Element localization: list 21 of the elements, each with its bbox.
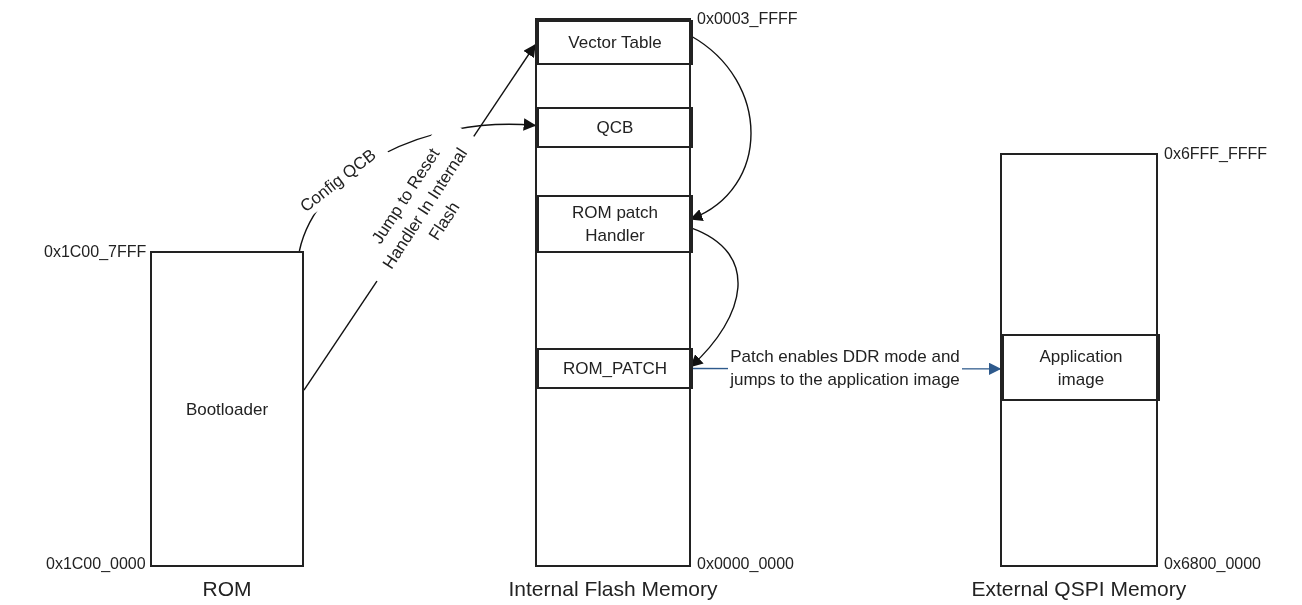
address-label: 0x1C00_7FFF [44,243,147,261]
column-caption: Internal Flash Memory [508,577,718,601]
memory-region-box [537,195,693,253]
address-label: 0x0003_FFFF [697,10,798,28]
address-label: 0x6800_0000 [1164,555,1261,573]
address-label: 0x1C00_0000 [46,555,146,573]
region-label: QCB [595,117,635,139]
memory-region-box [1002,334,1160,401]
region-label: ROM_PATCH [561,358,669,380]
address-label: 0x0000_0000 [697,555,794,573]
memory-region-box [537,20,693,65]
region-label: Bootloader [184,398,270,421]
region-label: Vector Table [567,32,663,54]
column-caption: External QSPI Memory [971,577,1187,601]
memory-region-box [537,348,693,389]
arrow [690,227,739,368]
column-caption: ROM [202,577,252,601]
region-label: ROM patch Handler [571,202,659,247]
memory-region-box [537,107,693,148]
region-label: Application image [1038,345,1124,391]
address-label: 0x6FFF_FFFF [1164,145,1268,163]
